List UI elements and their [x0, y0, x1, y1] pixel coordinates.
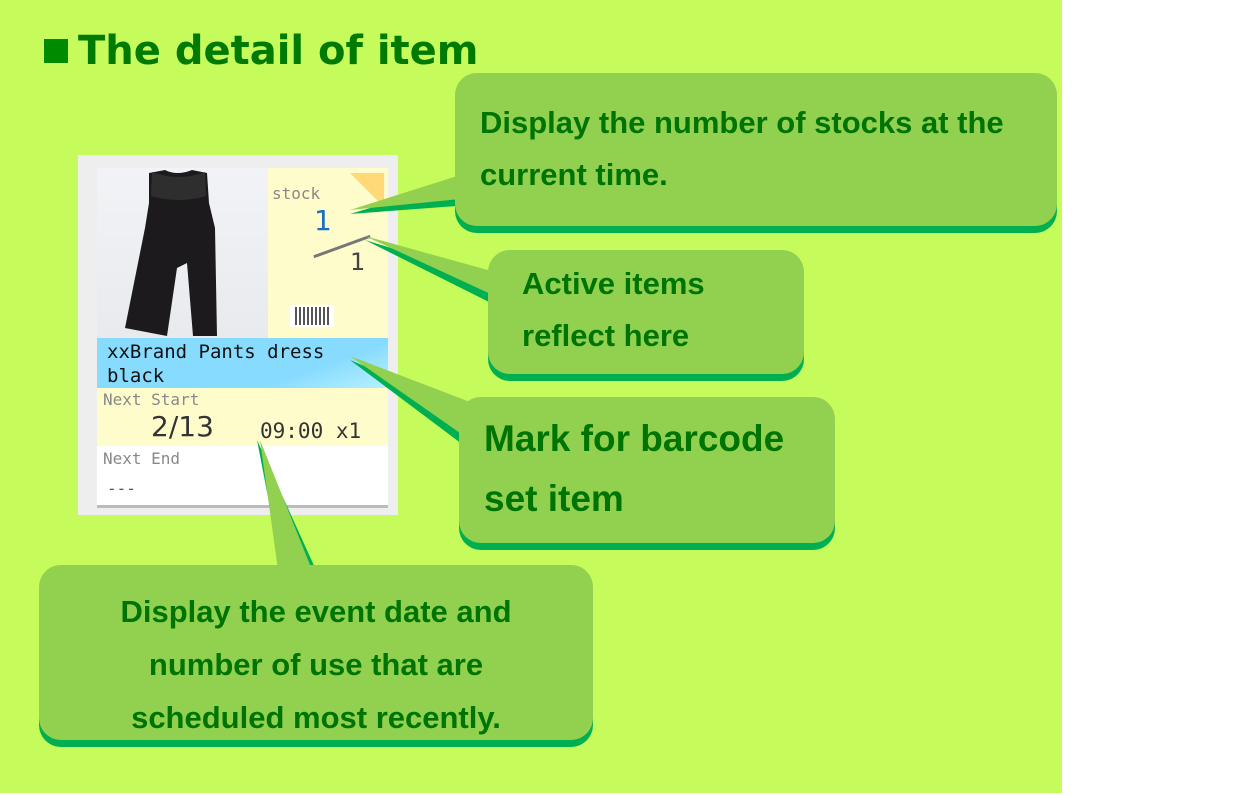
item-name: xxBrand Pants dress black [97, 338, 388, 388]
next-start-time: 09:00 x1 [260, 419, 362, 443]
next-start-section: Next Start 2/13 09:00 x1 [97, 388, 388, 446]
page-title: The detail of item [44, 28, 479, 74]
next-start-date: 2/13 [151, 410, 214, 443]
stock-label: stock [272, 184, 321, 203]
stock-total: 1 [350, 248, 366, 276]
barcode-icon [290, 305, 334, 327]
callout-stocks: Display the number of stocks at the curr… [455, 73, 1057, 226]
callout-event-date: Display the event date and number of use… [39, 565, 593, 740]
next-start-label: Next Start [103, 390, 200, 409]
item-photo [97, 168, 268, 338]
stock-current: 1 [314, 204, 332, 237]
next-end-label: Next End [103, 449, 181, 468]
title-text: The detail of item [78, 28, 479, 74]
stock-panel: stock 1 1 [268, 168, 388, 338]
square-bullet-icon [44, 39, 68, 63]
callout-barcode: Mark for barcode set item [459, 397, 835, 543]
next-end-value: --- [107, 479, 136, 498]
item-card[interactable]: stock 1 1 xxBrand Pants dress black Next… [78, 155, 398, 515]
callout-active-items: Active items reflect here [488, 250, 804, 374]
